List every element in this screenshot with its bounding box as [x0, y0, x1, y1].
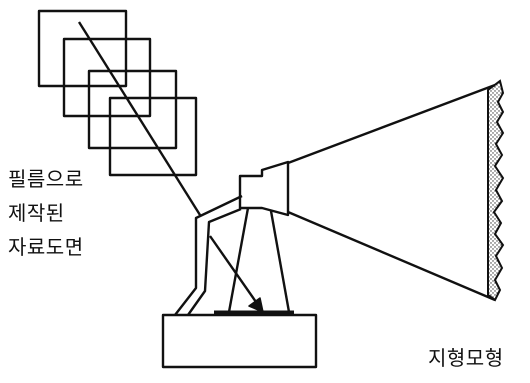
projection-cone-bottom	[287, 210, 496, 302]
projection-arrowhead	[248, 297, 264, 313]
terrain-model-surface	[487, 79, 505, 302]
film-sheet-2	[62, 37, 152, 118]
film-sheet-4	[108, 96, 198, 177]
projector-head	[238, 160, 290, 217]
device-arm-outer	[174, 194, 243, 316]
film-label-line-1: 필름으로	[8, 167, 84, 191]
projection-ray-upper	[77, 21, 202, 216]
device-base	[161, 313, 318, 369]
film-sheet-3	[87, 69, 178, 150]
film-sheet-1	[37, 9, 128, 88]
device-arm-inner	[187, 207, 242, 316]
film-label-line-2: 제작된	[8, 201, 65, 225]
film-label-line-3: 자료도면	[8, 235, 84, 259]
terrain-model-label: 지형모형	[428, 346, 504, 370]
projection-cone-top	[287, 83, 496, 165]
projector-leg-left	[227, 207, 250, 313]
projector-leg-right	[269, 210, 291, 313]
